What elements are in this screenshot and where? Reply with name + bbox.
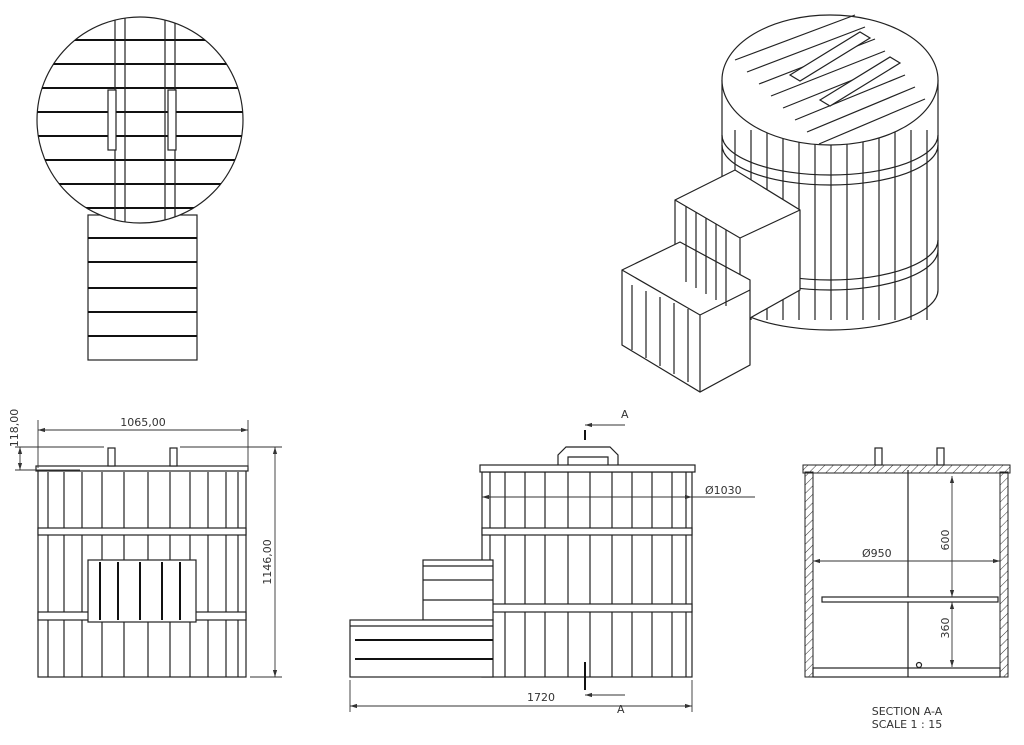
section-mark-bottom: A (617, 703, 625, 716)
lid-section (802, 464, 1011, 474)
front-view: 1065,00 118,00 1146,00 (8, 409, 282, 678)
tub-side-body (481, 471, 693, 678)
drawing-line (746, 26, 866, 73)
wall-right (999, 471, 1009, 678)
total-height-dimension: 1146,00 (261, 539, 274, 585)
drawing-line (806, 86, 916, 133)
section-scale: SCALE 1 : 15 (872, 718, 942, 731)
handle-right (169, 447, 178, 467)
floor (812, 667, 1001, 678)
bench-shelf (821, 596, 999, 603)
band-upper (37, 527, 247, 536)
drawing-line (794, 74, 906, 121)
drawing-line (770, 50, 886, 97)
lower-step (349, 619, 494, 678)
wall-left (804, 471, 814, 678)
lid-edge (479, 464, 696, 473)
lid-circle (36, 16, 244, 224)
top-view-steps (87, 214, 198, 361)
lower-step (621, 241, 751, 393)
band-upper (481, 527, 693, 536)
diameter-dimension: Ø1030 (705, 484, 742, 497)
upper-step (422, 559, 494, 621)
section-mark-top: A (621, 408, 629, 421)
lid-handle-right (167, 89, 177, 151)
lower-height-dimension: 360 (939, 618, 952, 639)
length-dimension: 1720 (527, 691, 555, 704)
isometric-view (621, 14, 939, 393)
band-lower (481, 603, 693, 613)
drawing-line (818, 98, 926, 145)
section-title: SECTION A-A (872, 705, 943, 718)
side-view: A A Ø1030 1720 (349, 408, 755, 716)
front-step (87, 559, 197, 623)
lid-handle-left (107, 89, 117, 151)
section-view: Ø950 600 360 SECTION A-A SCALE 1 : 15 (802, 447, 1011, 731)
lid-edge (35, 465, 249, 472)
tub-lid (721, 14, 939, 146)
lid-handle (557, 446, 619, 465)
handle-left (107, 447, 116, 467)
inner-diameter-dimension: Ø950 (862, 547, 892, 560)
lid-handles (788, 31, 902, 107)
top-view (36, 16, 244, 361)
width-dimension: 1065,00 (120, 416, 166, 429)
lid-height-dimension: 118,00 (8, 409, 21, 448)
tub-band-upper (721, 134, 939, 186)
upper-height-dimension: 600 (939, 530, 952, 551)
drawing-line (734, 14, 856, 61)
